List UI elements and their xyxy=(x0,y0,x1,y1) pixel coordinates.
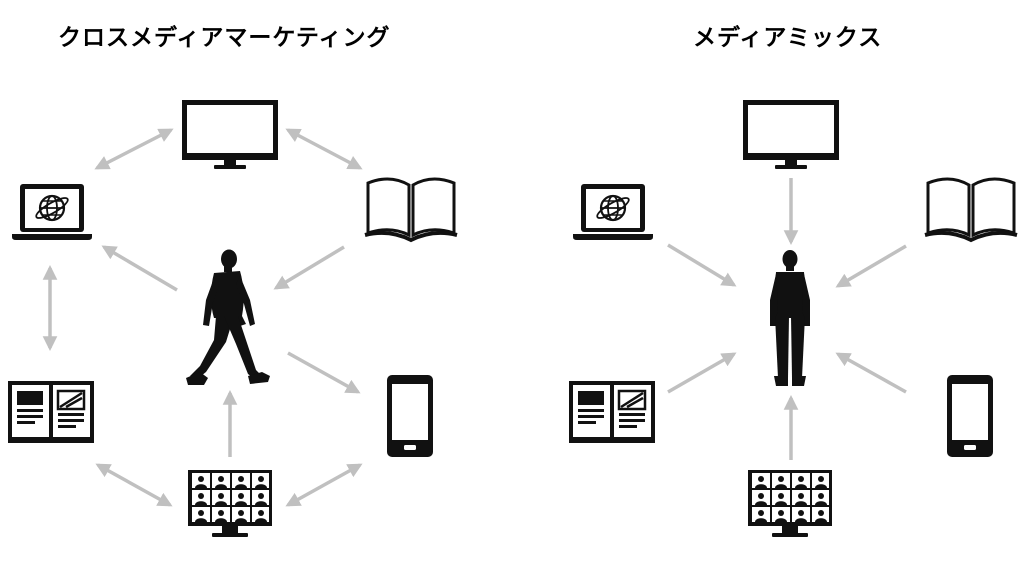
open-book-icon xyxy=(923,177,1019,242)
smartphone-icon xyxy=(387,375,433,457)
smartphone-icon xyxy=(947,375,993,457)
walking-person-icon xyxy=(186,249,270,385)
title-cross-media-marketing: クロスメディアマーケティング xyxy=(58,25,391,51)
video-conference-icon xyxy=(748,470,832,537)
magazine-icon xyxy=(567,379,657,445)
left-ring-arrows xyxy=(42,128,363,507)
left-diagram xyxy=(6,100,459,537)
magazine-icon xyxy=(6,379,96,445)
tv-monitor-icon xyxy=(743,100,839,169)
laptop-web-icon xyxy=(571,182,655,242)
standing-person-icon xyxy=(770,250,810,386)
video-conference-icon xyxy=(188,470,272,537)
right-converging-arrows xyxy=(667,178,907,460)
title-media-mix: メディアミックス xyxy=(693,25,883,51)
right-diagram xyxy=(567,100,1019,537)
open-book-icon xyxy=(363,177,459,242)
tv-monitor-icon xyxy=(182,100,278,169)
laptop-web-icon xyxy=(10,182,94,242)
